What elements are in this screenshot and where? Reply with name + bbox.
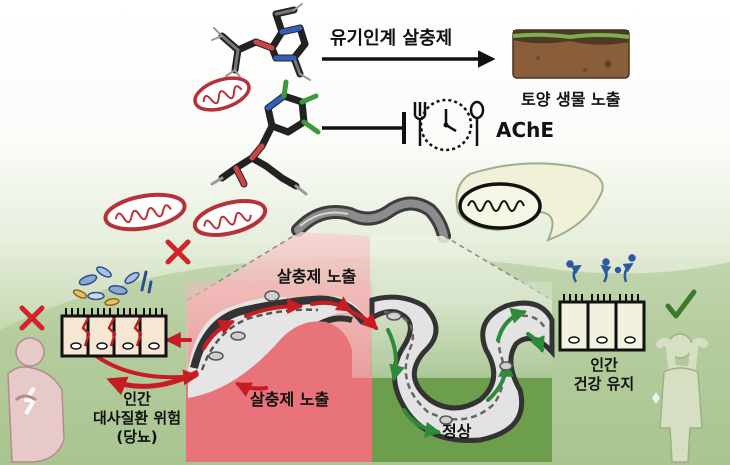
pink-filling xyxy=(188,321,352,462)
secretion-arrows xyxy=(566,254,636,283)
damaged-intestinal-cells xyxy=(60,308,168,358)
green-check-icon xyxy=(665,289,697,319)
left-human-line-2: 대사질환 위험 xyxy=(92,409,182,427)
damaged-mitochondrion-right xyxy=(192,199,268,237)
red-cross-icon xyxy=(165,239,191,265)
exposed-panel-title: 살충제 노출 xyxy=(277,267,357,286)
normal-label: 정상 xyxy=(442,422,472,441)
healthy-mitochondrion-icon xyxy=(455,162,604,242)
healthy-intestinal-cells xyxy=(558,294,646,352)
exposed-bottom-label: 살충제 노출 xyxy=(250,390,330,409)
pesticide-molecule-middle xyxy=(210,79,321,196)
sick-human-icon xyxy=(7,337,65,463)
left-human-line-3: (당뇨) xyxy=(116,428,158,446)
left-human-line-1: 인간 xyxy=(123,390,151,408)
pesticide-arrow-label: 유기인계 살충제 xyxy=(330,28,453,49)
red-flow-arrows xyxy=(164,296,379,397)
nematode-worm-icon xyxy=(291,196,451,243)
dysbiotic-bacteria-cluster xyxy=(72,266,153,306)
healthy-human-icon xyxy=(652,333,708,463)
right-human-line-1: 인간 xyxy=(590,356,618,374)
green-flow-arrows xyxy=(386,308,545,438)
soil-exposure-label: 토양 생물 노출 xyxy=(521,90,621,109)
damaged-mitochondrion-left xyxy=(103,192,187,232)
acetylcholinesterase-clock-icon xyxy=(413,98,485,152)
inhibition-arrow xyxy=(322,112,406,144)
left-human-label: 인간 대사질환 위험 (당뇨) xyxy=(62,390,212,447)
pesticide-molecule-top xyxy=(211,3,311,81)
damaged-mitochondrion-small xyxy=(193,76,251,112)
gut-bacteria xyxy=(208,290,513,425)
ache-label: AChE xyxy=(496,118,555,142)
soil-block-icon xyxy=(512,29,630,79)
right-human-line-2: 건강 유지 xyxy=(573,375,635,393)
right-human-label: 인간 건강 유지 xyxy=(556,356,652,394)
left-red-cross-icon xyxy=(19,305,45,331)
